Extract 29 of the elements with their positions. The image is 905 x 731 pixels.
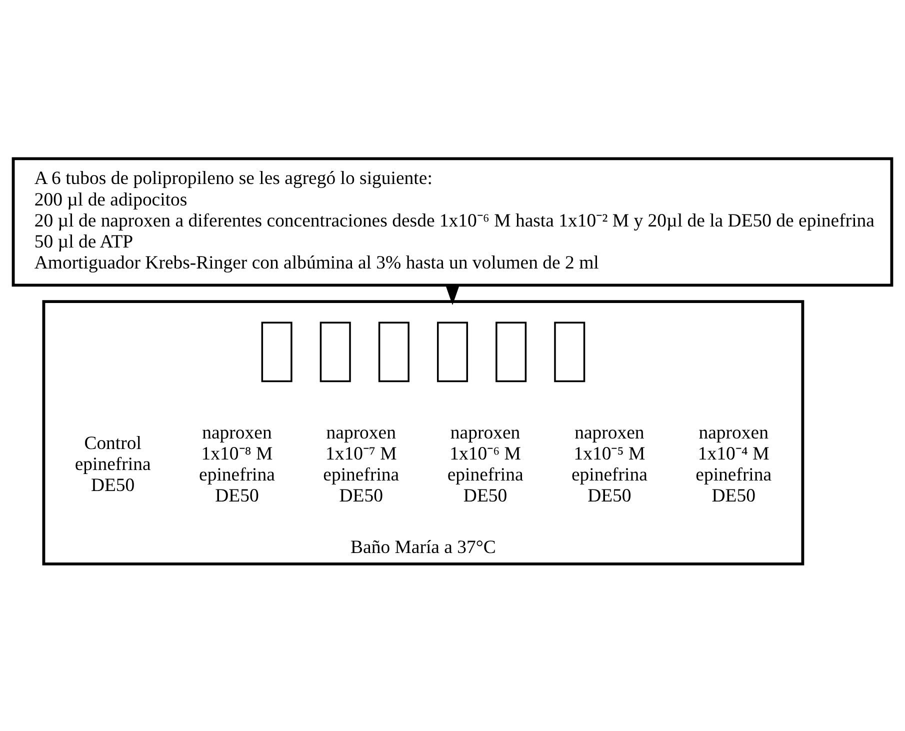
node-box bbox=[554, 321, 586, 382]
node-label: epinefrina bbox=[696, 464, 772, 486]
node-box bbox=[261, 321, 292, 382]
node-label: epinefrina bbox=[74, 454, 151, 475]
node-label: DE50 bbox=[339, 485, 383, 506]
node-label: naproxen bbox=[698, 422, 768, 443]
node-label: epinefrina bbox=[323, 464, 400, 486]
node-box bbox=[320, 321, 351, 382]
node-label: 1x10⁻⁶ M bbox=[450, 442, 521, 464]
node-label: naproxen bbox=[202, 422, 272, 443]
node-label: DE50 bbox=[215, 485, 259, 506]
node-label: 1x10⁻⁷ M bbox=[325, 442, 397, 464]
node-label: DE50 bbox=[712, 485, 756, 506]
node-label: epinefrina bbox=[199, 464, 275, 486]
node-box bbox=[436, 321, 468, 382]
node-label: naproxen bbox=[450, 422, 520, 443]
node-label: 1x10⁻⁵ M bbox=[574, 442, 646, 464]
node-label: 1x10⁻⁸ M bbox=[201, 442, 273, 464]
node-label: DE50 bbox=[588, 485, 632, 506]
node-label: epinefrina bbox=[447, 464, 524, 486]
node-label: naproxen bbox=[574, 422, 644, 443]
node-label: epinefrina bbox=[571, 464, 648, 486]
node-label: DE50 bbox=[463, 485, 508, 506]
node-label: DE50 bbox=[90, 474, 135, 496]
node-label: 1x10⁻⁴ M bbox=[698, 442, 770, 464]
node-box bbox=[496, 321, 527, 382]
node-box bbox=[378, 321, 410, 382]
node-label: Control bbox=[84, 432, 142, 454]
node-label: naproxen bbox=[326, 422, 396, 443]
